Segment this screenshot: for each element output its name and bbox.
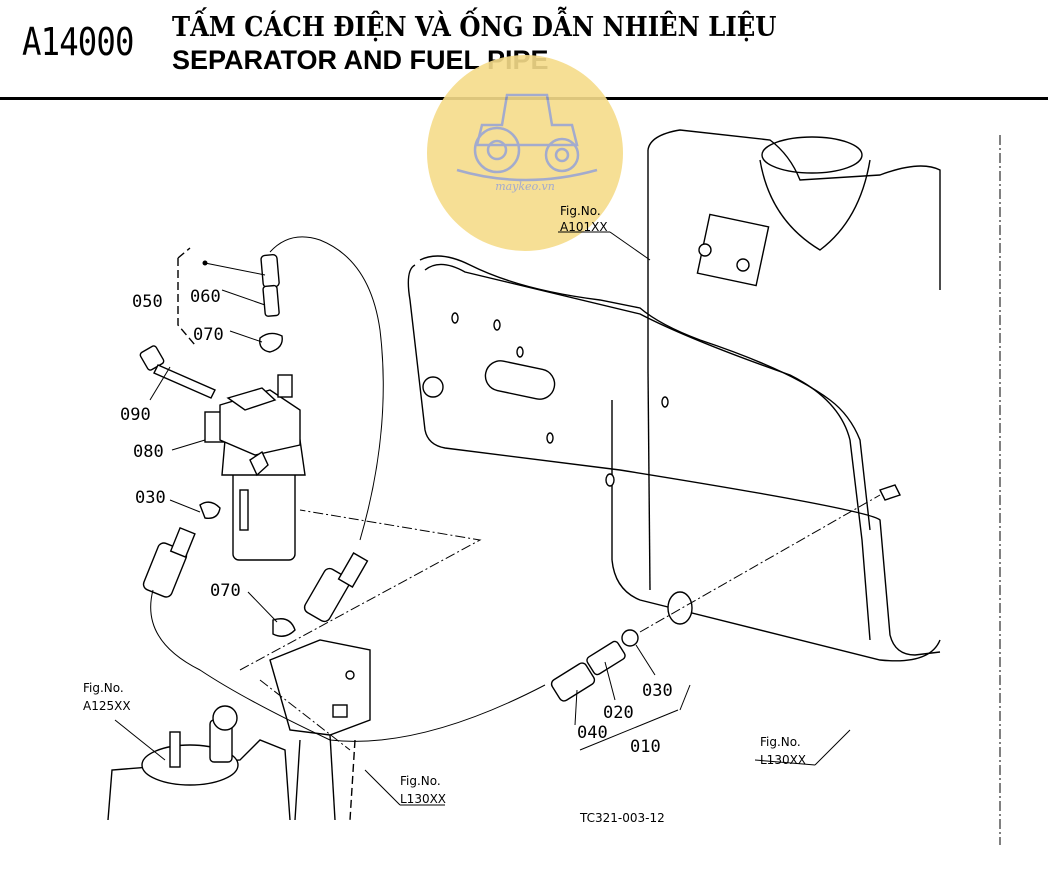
part-label-090: 090: [120, 405, 151, 425]
fig-label-l130-bottom: Fig.No.: [400, 774, 441, 788]
part-label-010: 010: [630, 737, 661, 757]
watermark-logo: maykeo.vn: [427, 55, 623, 251]
part-label-030-left: 030: [135, 488, 166, 508]
fig-label-a101: Fig.No.: [560, 204, 601, 218]
pipe-060: [259, 236, 384, 541]
title-vietnamese: TẤM CÁCH ĐIỆN VÀ ỐNG DẪN NHIÊN LIỆU: [172, 12, 777, 43]
fig-ref-l130-right: L130XX: [760, 753, 806, 767]
reference-lines: [239, 509, 482, 751]
fig-ref-a125: A125XX: [83, 699, 131, 713]
part-label-070-top: 070: [193, 325, 224, 345]
parts-diagram: 050 060 070 090 080 030 070 030 020 040 …: [83, 129, 1001, 845]
part-label-020: 020: [603, 703, 634, 723]
separator-plate: [407, 255, 941, 656]
group-bracket-050: [177, 247, 196, 346]
diagram-code: TC321-003-12: [579, 811, 665, 825]
fig-ref-l130-bottom: L130XX: [400, 792, 446, 806]
part-label-030-right: 030: [642, 681, 673, 701]
fuel-line: [150, 589, 546, 742]
fig-label-l130-right: Fig.No.: [760, 735, 801, 749]
hose-clamp-030: [142, 501, 221, 598]
filter-housing-a125: [107, 705, 291, 821]
fig-label-a125: Fig.No.: [83, 681, 124, 695]
part-label-070-bottom: 070: [210, 581, 241, 601]
leader-lines: [114, 231, 851, 806]
bolt-090: [139, 345, 216, 399]
part-label-050: 050: [132, 292, 163, 312]
pipe-assembly-010: [550, 494, 881, 702]
tractor-icon: maykeo.vn: [456, 93, 598, 193]
part-label-060: 060: [190, 287, 221, 307]
lower-bracket: [269, 639, 371, 821]
section-code: A14000: [22, 20, 134, 64]
fuel-filter-assembly: [204, 374, 306, 561]
hose-070-lower: [272, 552, 369, 637]
part-label-040: 040: [577, 723, 608, 743]
part-label-080: 080: [133, 442, 164, 462]
fuel-tank: [611, 129, 941, 662]
svg-text:maykeo.vn: maykeo.vn: [495, 180, 555, 193]
fig-ref-a101: A101XX: [560, 220, 608, 234]
